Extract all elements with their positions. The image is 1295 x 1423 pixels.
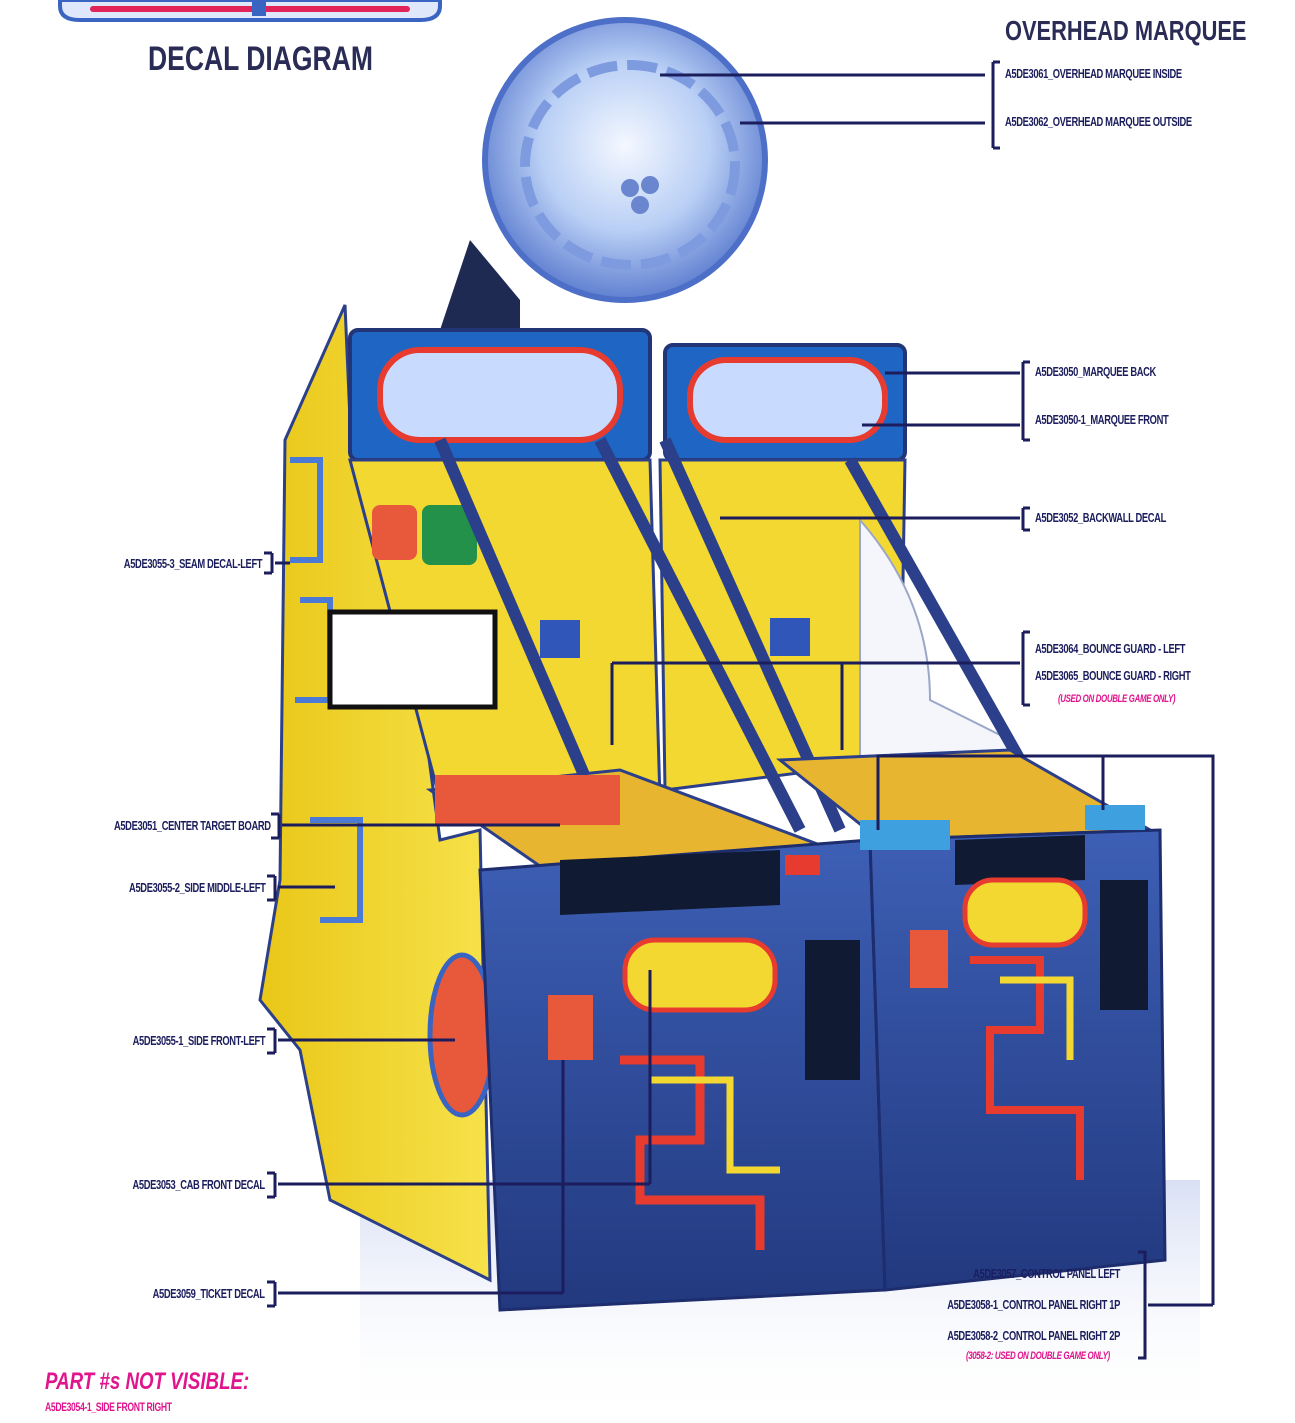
label-bounce-note: (USED ON DOUBLE GAME ONLY) (1058, 693, 1175, 705)
badge-logo-fragment (60, 0, 440, 20)
label-side-middle-left: A5DE3055-2_SIDE MIDDLE-LEFT (129, 880, 265, 895)
label-marquee-back: A5DE3050_MARQUEE BACK (1035, 364, 1156, 379)
label-overhead-outside: A5DE3062_OVERHEAD MARQUEE OUTSIDE (1005, 114, 1192, 129)
control-panel-left-art (860, 820, 950, 850)
left-screen (330, 612, 495, 707)
label-cab-front: A5DE3053_CAB FRONT DECAL (133, 1177, 265, 1192)
decal-diagram-title: DECAL DIAGRAM (148, 40, 373, 79)
overhead-marquee-title: OVERHEAD MARQUEE (1005, 15, 1246, 47)
label-center-target: A5DE3051_CENTER TARGET BOARD (114, 818, 271, 833)
not-visible-title: PART #s NOT VISIBLE: (45, 1368, 249, 1396)
label-control-panel-right-1p: A5DE3058-1_CONTROL PANEL RIGHT 1P (947, 1297, 1120, 1312)
cab-front-logo (625, 940, 775, 1010)
label-bounce-guard-left: A5DE3064_BOUNCE GUARD - LEFT (1035, 641, 1185, 656)
bounce-guard (860, 520, 1020, 770)
label-backwall: A5DE3052_BACKWALL DECAL (1035, 510, 1166, 525)
overhead-marquee-orb (485, 20, 765, 300)
left-bounce-guard (435, 775, 620, 825)
label-ticket-decal: A5DE3059_TICKET DECAL (153, 1286, 265, 1301)
overhead-support (440, 240, 520, 330)
control-panel-right-art (1085, 805, 1145, 830)
label-overhead-inside: A5DE3061_OVERHEAD MARQUEE INSIDE (1005, 66, 1182, 81)
label-seam-decal-left: A5DE3055-3_SEAM DECAL-LEFT (124, 556, 262, 571)
label-control-panel-right-2p: A5DE3058-2_CONTROL PANEL RIGHT 2P (947, 1328, 1120, 1343)
label-side-front-left: A5DE3055-1_SIDE FRONT-LEFT (132, 1033, 265, 1048)
label-marquee-front: A5DE3050-1_MARQUEE FRONT (1035, 412, 1168, 427)
not-visible-item: A5DE3054-1_SIDE FRONT RIGHT (45, 1400, 172, 1414)
label-control-panel-left: A5DE3057_CONTROL PANEL LEFT (973, 1266, 1120, 1281)
label-bounce-guard-right: A5DE3065_BOUNCE GUARD - RIGHT (1035, 668, 1190, 683)
ticket-decal-art (548, 995, 593, 1060)
label-control-panel-note: (3058-2: USED ON DOUBLE GAME ONLY) (966, 1350, 1110, 1362)
